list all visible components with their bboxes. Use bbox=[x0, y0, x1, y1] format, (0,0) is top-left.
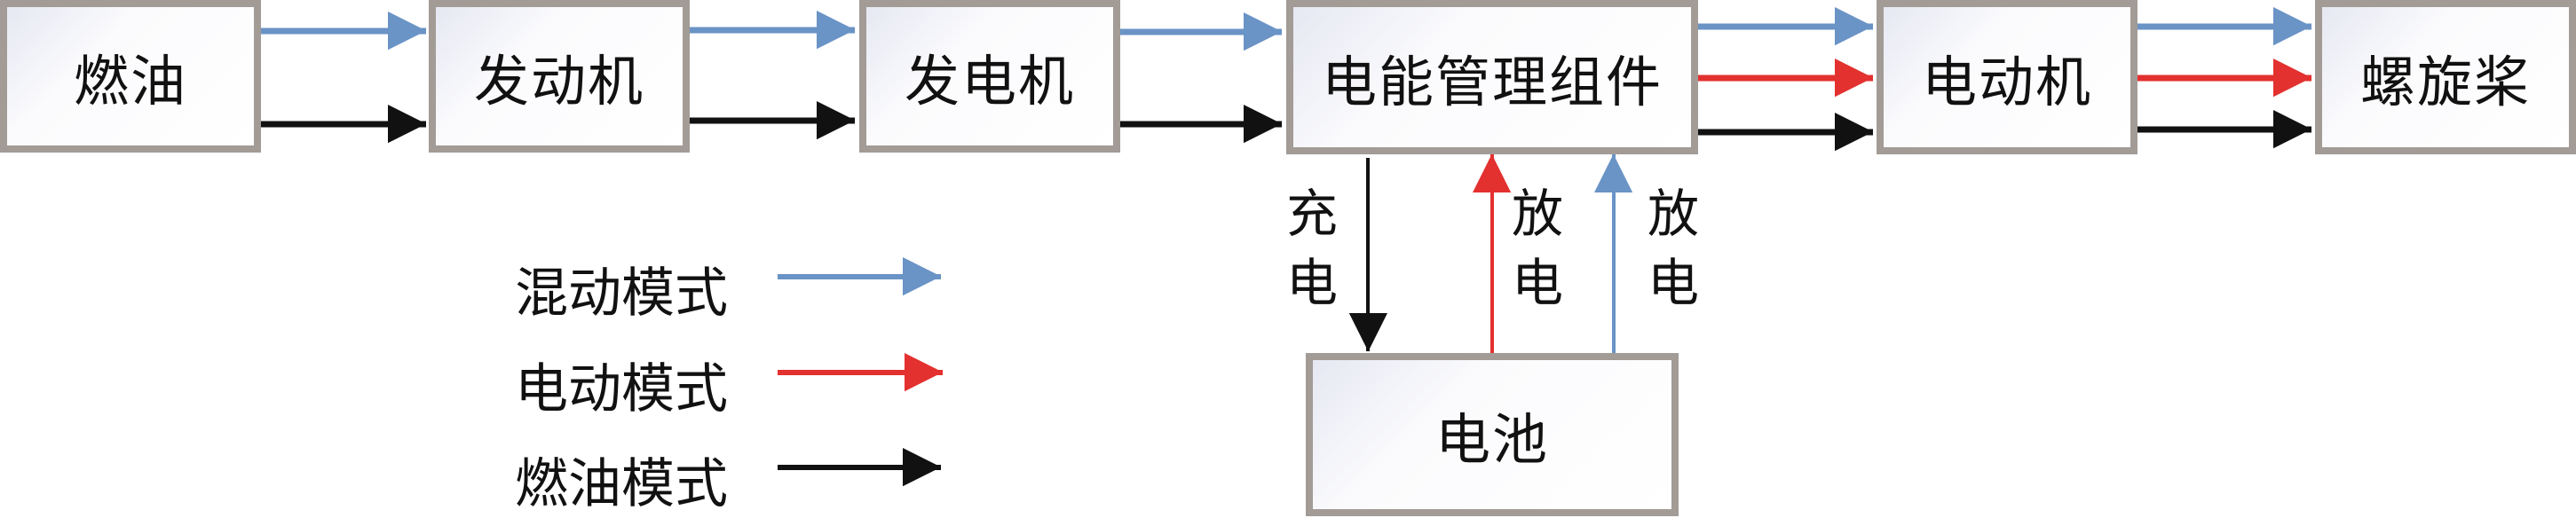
box-label: 发动机 bbox=[473, 49, 644, 114]
box-label: 电动机 bbox=[1921, 50, 2092, 114]
label-char: 放 bbox=[1511, 184, 1563, 244]
label-char: 电 bbox=[1511, 253, 1563, 313]
label-char: 电 bbox=[1285, 253, 1338, 313]
box-motor: 电动机 bbox=[1877, 0, 2137, 154]
box-battery: 电池 bbox=[1306, 353, 1679, 516]
box-label: 燃油 bbox=[73, 49, 187, 114]
label-charge: 充 电 bbox=[1281, 179, 1343, 318]
box-propeller: 螺旋桨 bbox=[2315, 0, 2576, 154]
label-char: 放 bbox=[1647, 184, 1699, 244]
label-char: 电 bbox=[1647, 253, 1699, 313]
legend-fuel-label: 燃油模式 bbox=[515, 453, 728, 515]
box-label: 发电机 bbox=[904, 49, 1075, 114]
box-label: 电能管理组件 bbox=[1321, 50, 1663, 114]
box-label: 螺旋桨 bbox=[2359, 50, 2531, 114]
box-engine: 发动机 bbox=[429, 0, 690, 153]
label-discharge-electric: 放 电 bbox=[1506, 179, 1569, 318]
box-generator: 发电机 bbox=[859, 0, 1120, 153]
box-label: 电池 bbox=[1434, 407, 1549, 472]
label-discharge-hybrid: 放 电 bbox=[1642, 179, 1704, 318]
label-char: 充 bbox=[1285, 184, 1338, 244]
box-ems: 电能管理组件 bbox=[1286, 0, 1698, 154]
legend-electric-label: 电动模式 bbox=[515, 358, 728, 420]
box-fuel: 燃油 bbox=[0, 0, 261, 153]
legend-hybrid-label: 混动模式 bbox=[515, 263, 728, 325]
